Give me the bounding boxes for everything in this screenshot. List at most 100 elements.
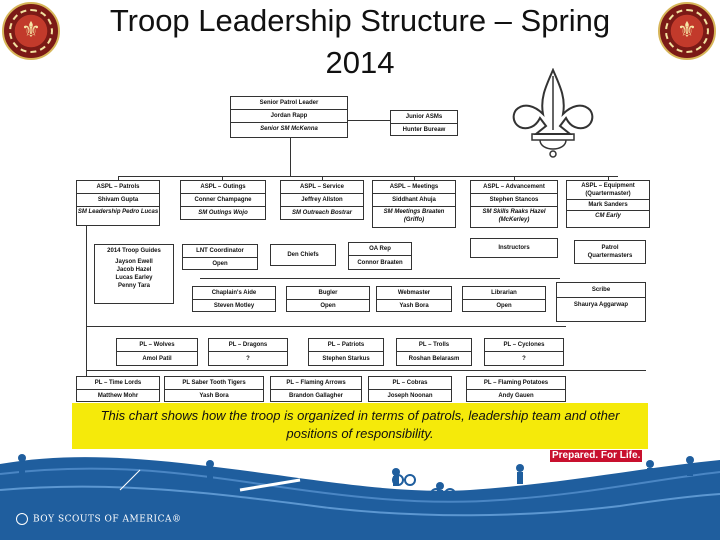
box-title: Instructors [498, 245, 530, 251]
box-title: OA Rep [369, 246, 391, 252]
patrol-leader-box: PL – Patriots Stephen Starkus [308, 338, 384, 366]
box-mentor: Senior SM McKenna [231, 122, 347, 135]
box-title: PL – Dragons [228, 342, 268, 348]
bugler-box: Bugler Open [286, 286, 370, 312]
patrol-leader-box: PL – Wolves Amol Patil [116, 338, 198, 366]
box-name: Siddhant Ahuja [373, 193, 455, 206]
troop-emblem-right: ⚜ [658, 2, 716, 60]
chaplains-aide-box: Chaplain's Aide Steven Motley [192, 286, 276, 312]
box-title: PL – Cyclones [503, 342, 545, 348]
chart-caption: This chart shows how the troop is organi… [72, 403, 648, 449]
box-mentor: SM Outreach Bostrar [281, 206, 363, 219]
box-title: ASPL – Patrols [96, 184, 140, 190]
box-title: LNT Coordinator [196, 248, 244, 254]
box-title: Junior ASMs [405, 114, 443, 120]
connector-line [86, 226, 87, 376]
connector-line [200, 278, 560, 279]
slide-title: Troop Leadership Structure – Spring 2014 [109, 3, 611, 80]
fleur-de-lis-icon: ⚜ [21, 18, 41, 43]
instructors-box: Instructors [470, 238, 558, 258]
box-name: Open [463, 299, 545, 312]
patrol-leader-box: PL – Flaming Arrows Brandon Gallagher [270, 376, 362, 402]
box-name: Conner Champagne [181, 193, 265, 206]
box-name: Open [287, 299, 369, 312]
aspl-service-box: ASPL – Service Jeffrey Allston SM Outrea… [280, 180, 364, 220]
box-title: Patrol Quartermasters [587, 245, 633, 259]
box-title: PL – Trolls [418, 342, 450, 348]
box-name: Stephen Stancos [471, 193, 557, 206]
troop-emblem-left: ⚜ [2, 2, 60, 60]
box-name: Connor Braaten [349, 255, 411, 270]
bsa-emblem-icon [16, 513, 28, 525]
guide-name: Lucas Earley [115, 275, 153, 281]
emblem-ring [9, 9, 53, 53]
patrol-quartermasters-box: Patrol Quartermasters [574, 240, 646, 264]
footer-landscape [0, 454, 720, 540]
connector-line [290, 138, 291, 176]
box-title: Bugler [318, 290, 338, 296]
fleur-de-lis-icon: ⚜ [677, 18, 697, 43]
box-name: Shivam Gupta [77, 193, 159, 206]
bsa-brand-text: BOY SCOUTS OF AMERICA® [33, 514, 182, 525]
box-name: Roshan Belarasm [397, 351, 471, 366]
connector-line [118, 176, 618, 177]
bsa-footer-logo: BOY SCOUTS OF AMERICA® [16, 513, 182, 526]
box-title: Chaplain's Aide [211, 290, 257, 296]
box-mentor: CM Early [567, 210, 649, 221]
box-name: Jeffrey Allston [281, 193, 363, 206]
emblem-ring [665, 9, 709, 53]
box-name: Matthew Mohr [77, 389, 159, 402]
box-title: Senior Patrol Leader [259, 100, 319, 106]
scout-fleur-de-lis-icon [512, 68, 594, 158]
troop-guides-box: 2014 Troop Guides Jayson Ewell Jacob Haz… [94, 244, 174, 304]
senior-patrol-leader-box: Senior Patrol Leader Jordan Rapp Senior … [230, 96, 348, 138]
box-mentor: SM Outings Wojo [181, 206, 265, 219]
box-title: Librarian [491, 290, 517, 296]
connector-line [118, 176, 119, 181]
connector-line [608, 176, 609, 181]
box-mentor: SM Leadership Pedro Lucas [77, 206, 159, 217]
connector-line [222, 176, 223, 181]
box-title: PL – Patriots [327, 342, 365, 348]
bsa-tagline: Prepared. For Life. [550, 450, 643, 462]
box-title: PL – Time Lords [94, 380, 142, 386]
box-title: ASPL – Outings [200, 184, 246, 190]
oa-rep-box: OA Rep Connor Braaten [348, 242, 412, 270]
junior-asm-box: Junior ASMs Hunter Bureaw [390, 110, 458, 136]
aspl-advancement-box: ASPL – Advancement Stephen Stancos SM Sk… [470, 180, 558, 228]
box-title: Webmaster [397, 290, 431, 296]
connector-line [414, 176, 415, 181]
connector-line [348, 120, 410, 121]
box-name: Stephen Starkus [309, 351, 383, 366]
scribe-box: Scribe Shaurya Aggarwap [556, 282, 646, 322]
aspl-patrols-box: ASPL – Patrols Shivam Gupta SM Leadershi… [76, 180, 160, 226]
patrol-leader-box: PL – Time Lords Matthew Mohr [76, 376, 160, 402]
aspl-meetings-box: ASPL – Meetings Siddhant Ahuja SM Meetin… [372, 180, 456, 228]
box-name: Yash Bora [165, 389, 263, 402]
box-name: ? [209, 351, 287, 366]
aspl-equipment-box: ASPL – Equipment (Quartermaster) Mark Sa… [566, 180, 650, 228]
box-name: Mark Sanders [567, 199, 649, 210]
patrol-leader-box: PL – Cobras Joseph Noonan [368, 376, 452, 402]
patrol-leader-box: PL – Dragons ? [208, 338, 288, 366]
box-name: Steven Motley [193, 299, 275, 312]
box-title: PL – Wolves [139, 342, 175, 348]
connector-line [86, 370, 646, 371]
librarian-box: Librarian Open [462, 286, 546, 312]
connector-line [86, 326, 566, 327]
webmaster-box: Webmaster Yash Bora [376, 286, 452, 312]
box-mentor: SM Skills Raaks Hazel (McKerley) [471, 206, 557, 225]
guide-name: Penny Tara [118, 283, 150, 289]
box-title: ASPL – Meetings [389, 184, 439, 190]
box-name: Brandon Gallagher [271, 389, 361, 402]
box-name: Open [183, 257, 257, 270]
box-title: 2014 Troop Guides [107, 248, 161, 254]
guide-name: Jacob Hazel [116, 267, 152, 273]
connector-line [322, 176, 323, 181]
box-mentor: SM Meetings Braaten (Griffo) [373, 206, 455, 225]
aspl-outings-box: ASPL – Outings Conner Champagne SM Outin… [180, 180, 266, 220]
box-title: Den Chiefs [287, 252, 319, 258]
box-title: PL – Cobras [392, 380, 428, 386]
box-title: ASPL – Service [300, 184, 344, 190]
box-title: Scribe [591, 287, 611, 293]
